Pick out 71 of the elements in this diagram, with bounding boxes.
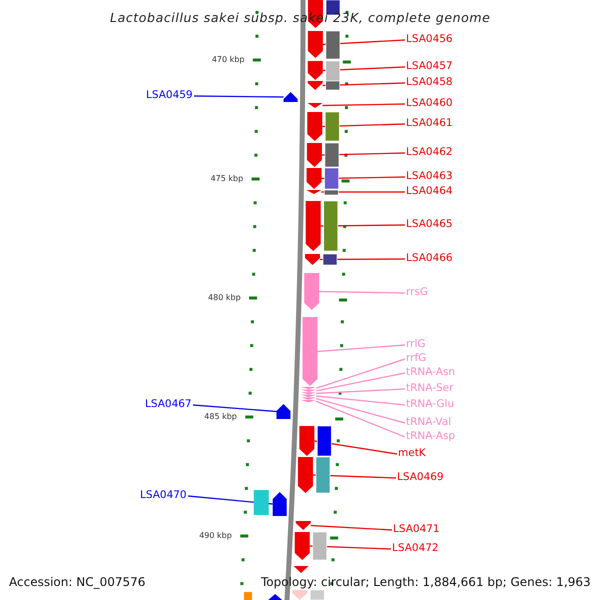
gene-label: LSA0472: [392, 542, 439, 555]
gene-label: LSA0462: [406, 146, 453, 159]
gene-feature: [300, 397, 316, 400]
gene-label: tRNA-Val: [406, 416, 452, 429]
leader-line: [322, 103, 406, 106]
gene-label: LSA0469: [397, 471, 444, 484]
leader-line: [322, 82, 406, 86]
gene-feature: [284, 92, 298, 102]
gene-feature: [294, 566, 309, 573]
leader-line: [192, 404, 277, 412]
gene-label: LSA0470: [140, 489, 187, 502]
leader-line: [310, 524, 392, 531]
gene-label: metK: [398, 447, 426, 460]
gene-label: LSA0466: [406, 252, 453, 265]
gene-label: tRNA-Asn: [406, 366, 456, 379]
leader-line: [316, 400, 406, 438]
scale-label: 475 kbp: [210, 174, 244, 184]
gene-feature: [301, 394, 316, 398]
gene-feature: [305, 254, 320, 265]
leader-line: [319, 290, 406, 294]
gene-feature: [302, 317, 318, 386]
gene-feature: [301, 387, 316, 390]
gene-label: LSA0460: [406, 97, 453, 110]
gene-label: LSA0465: [406, 218, 453, 231]
gene-feature: [268, 594, 282, 600]
gene-label: LSA0459: [146, 89, 193, 102]
footer-text: Topology: circular; Length: 1,884,661 bp; Genes: 1,963: [261, 575, 591, 590]
scale-label: 485 kbp: [204, 412, 237, 422]
gene-feature: [272, 492, 287, 516]
leader-line: [321, 191, 405, 193]
gene-label: LSA0463: [406, 170, 453, 183]
leader-line: [316, 388, 406, 394]
gene-feature: [296, 521, 311, 530]
gene-feature: [308, 31, 323, 58]
gene-label: LSA0461: [406, 117, 453, 130]
gene-label: LSA0458: [406, 76, 453, 89]
gene-label: LSA0464: [406, 185, 453, 198]
gene-feature: [298, 457, 313, 493]
gene-feature: [301, 390, 316, 392]
gene-label: LSA0467: [145, 398, 192, 411]
leader-line: [316, 398, 406, 424]
gene-label: LSA0457: [406, 60, 453, 73]
leader-line: [322, 152, 406, 156]
scale-label: 470 kbp: [212, 55, 244, 65]
gene-feature: [276, 404, 290, 419]
leader-line: [316, 372, 406, 392]
gene-feature: [299, 426, 314, 456]
leader-line: [316, 358, 406, 389]
gene-feature: [300, 400, 316, 402]
leader-line: [322, 66, 406, 72]
gene-label: rrsG: [406, 286, 428, 299]
gene-label: tRNA-Ser: [406, 382, 454, 395]
gene-label: LSA0456: [406, 33, 453, 46]
map-title: Lactobacillus sakei subsp. sakei 23K, complete genome: [110, 10, 490, 25]
leader-line: [322, 176, 406, 180]
scale-label: 480 kbp: [208, 293, 241, 303]
gene-label: LSA0471: [393, 523, 440, 536]
gene-feature: [301, 392, 316, 395]
gene-label: rrlG: [406, 338, 426, 351]
scale-label: 490 kbp: [199, 531, 232, 541]
gene-label: tRNA-Glu: [406, 398, 454, 411]
leader-line: [316, 395, 406, 406]
leader-line: [194, 95, 284, 98]
gene-label: rrfG: [406, 352, 426, 365]
gene-feature: [308, 103, 322, 108]
gene-feature: [294, 532, 310, 560]
gene-feature: [292, 590, 308, 600]
gene-label: tRNA-Asp: [406, 430, 456, 443]
leader-line: [317, 344, 406, 352]
leader-line: [320, 258, 405, 260]
footer-text: Accession: NC_007576: [9, 575, 146, 590]
